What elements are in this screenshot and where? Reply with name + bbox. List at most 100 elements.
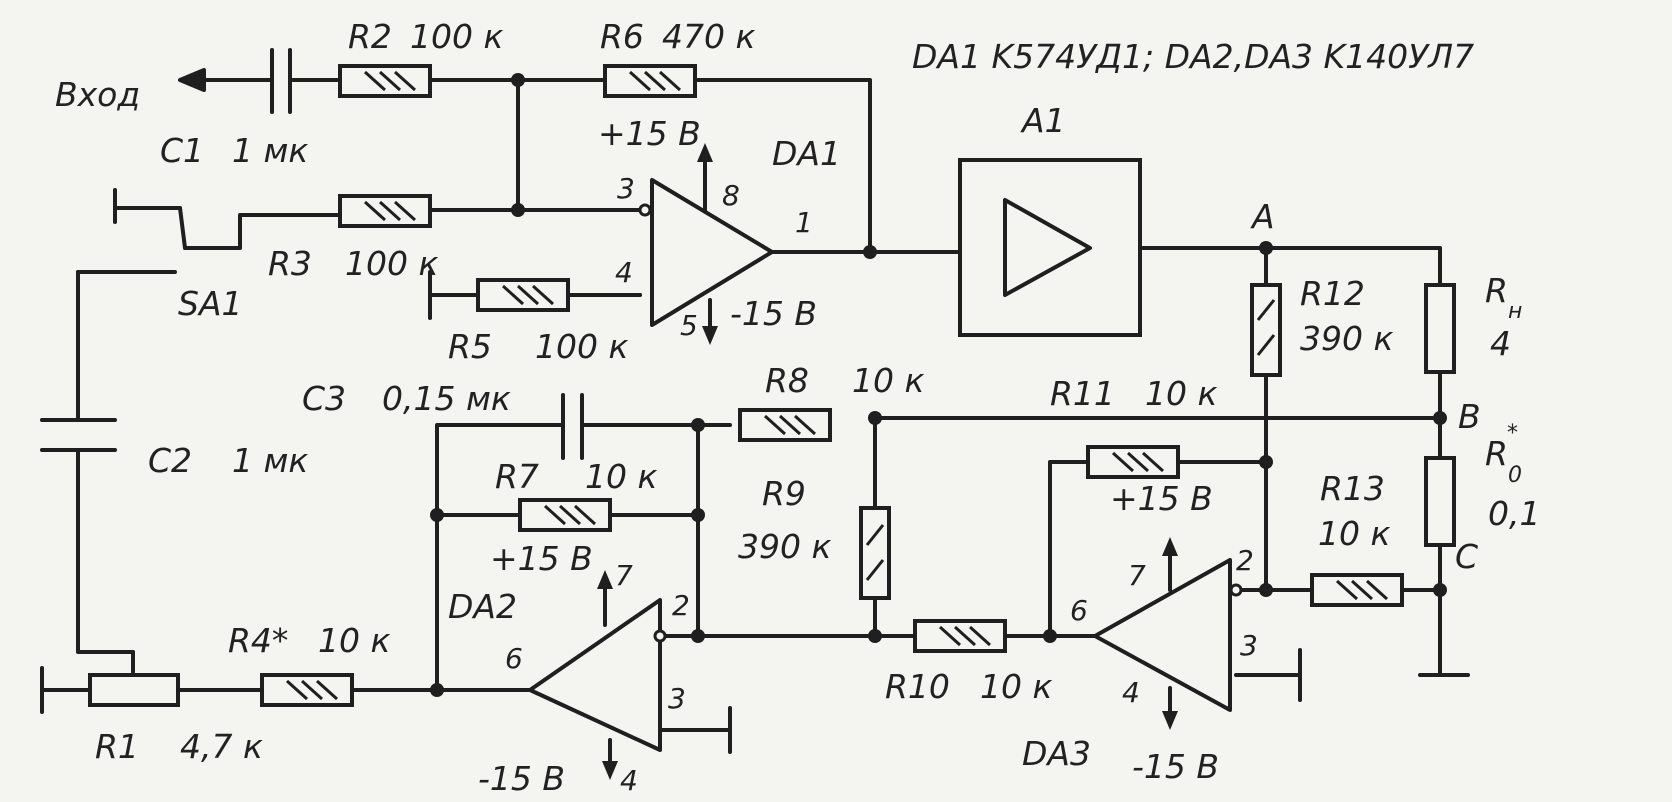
c2-value: 1 мк (232, 441, 308, 480)
r1-value: 4,7 к (180, 727, 263, 766)
junction-dot (1433, 583, 1447, 597)
r0-sup: * (1507, 421, 1518, 446)
da2-vplus: +15 В (490, 539, 593, 578)
da2-name: DA2 (448, 587, 517, 626)
resistor-r7 (518, 498, 612, 532)
r2-value: 100 к (410, 17, 503, 56)
da3-pin-bottom: 4 (1122, 676, 1140, 709)
opamp-da1 (638, 143, 774, 345)
junction-dot (430, 683, 444, 697)
da2-pin-bottom: 4 (620, 764, 638, 797)
r3-name: R3 (268, 244, 312, 283)
junction-dot (691, 418, 705, 432)
opamp-da3 (1093, 537, 1243, 730)
junctions (430, 73, 1447, 697)
da1-pin-in-minus: 4 (615, 256, 633, 289)
r10-name: R10 (885, 667, 950, 706)
junction-dot (863, 245, 877, 259)
resistor-r6 (603, 64, 697, 98)
ic-list-label: DA1 K574УД1; DA2,DA3 K140УЛ7 (912, 37, 1474, 76)
resistor-r0 (1424, 456, 1456, 547)
resistor-r2 (338, 64, 432, 98)
resistor-r9 (859, 506, 891, 600)
r0-sub: 0 (1508, 463, 1522, 488)
c2-name: C2 (148, 441, 192, 480)
junction-dot (1259, 455, 1273, 469)
r5-value: 100 к (535, 327, 628, 366)
a1-name: A1 (1020, 101, 1066, 140)
node-b-label: B (1458, 397, 1481, 436)
r5-name: R5 (448, 327, 492, 366)
r4-name: R4* (228, 621, 288, 660)
da3-pin-in: 6 (1070, 594, 1088, 627)
r1-name: R1 (95, 727, 139, 766)
r10-value: 10 к (980, 667, 1052, 706)
node-a-label: A (1250, 197, 1275, 236)
junction-dot (868, 629, 882, 643)
junction-dot (691, 508, 705, 522)
sa1-label: SA1 (178, 284, 243, 323)
r0-name: R (1485, 434, 1508, 473)
resistor-rn (1424, 283, 1456, 374)
r12-value: 390 к (1300, 319, 1393, 358)
r6-value: 470 к (662, 17, 755, 56)
capacitor-c3 (561, 393, 584, 460)
junction-dot (511, 203, 525, 217)
da1-pin-in-plus: 3 (617, 172, 635, 205)
r13-name: R13 (1320, 469, 1385, 508)
junction-dot (1259, 583, 1273, 597)
amplifier-a1 (958, 158, 1142, 337)
c3-name: C3 (302, 379, 346, 418)
da3-vplus: +15 В (1110, 479, 1213, 518)
da3-pin-aux: 3 (1240, 629, 1258, 662)
r4-value: 10 к (318, 621, 390, 660)
labels: DA1 K574УД1; DA2,DA3 K140УЛ7 Вход C1 1 м… (55, 17, 1540, 798)
r2-name: R2 (348, 17, 392, 56)
resistor-r3 (338, 194, 432, 228)
resistor-r4 (260, 673, 354, 707)
da1-name: DA1 (772, 134, 841, 173)
da3-pin-top: 7 (1128, 559, 1146, 592)
r3-value: 100 к (345, 244, 438, 283)
r6-name: R6 (600, 17, 644, 56)
r13-value: 10 к (1318, 514, 1390, 553)
junction-dot (1259, 241, 1273, 255)
da2-vminus: -15 В (478, 759, 565, 798)
rn-value: 4 (1490, 324, 1511, 363)
c3-value: 0,15 мк (382, 379, 511, 418)
r9-name: R9 (762, 474, 806, 513)
opamp-da2 (528, 570, 667, 780)
r11-name: R11 (1050, 374, 1115, 413)
junction-dot (868, 411, 882, 425)
resistor-r11 (1086, 445, 1180, 479)
r8-value: 10 к (852, 361, 924, 400)
r0-value: 0,1 (1488, 494, 1540, 533)
r12-name: R12 (1300, 274, 1365, 313)
da1-pin-bottom: 5 (680, 309, 698, 342)
da1-pin-top: 8 (722, 179, 740, 212)
da2-pin-aux: 3 (668, 682, 686, 715)
r8-name: R8 (765, 361, 809, 400)
da2-pin-top: 7 (615, 559, 633, 592)
resistor-r8 (738, 408, 832, 442)
junction-dot (1043, 629, 1057, 643)
r7-value: 10 к (585, 457, 657, 496)
da1-vminus: -15 В (730, 294, 817, 333)
resistor-r1 (88, 650, 180, 707)
junction-dot (1433, 411, 1447, 425)
da2-pin-in: 6 (505, 642, 523, 675)
capacitor-c1 (270, 48, 292, 114)
rn-name: R (1485, 271, 1508, 310)
da2-pin-out: 2 (672, 589, 690, 622)
da1-vplus: +15 В (598, 114, 701, 153)
r11-value: 10 к (1145, 374, 1217, 413)
capacitor-c2 (40, 418, 117, 452)
da3-pin-out: 2 (1236, 544, 1254, 577)
junction-dot (511, 73, 525, 87)
resistor-r13 (1310, 573, 1404, 607)
junction-dot (430, 508, 444, 522)
rn-sub: н (1508, 299, 1522, 324)
da3-name: DA3 (1022, 734, 1091, 773)
r7-name: R7 (495, 457, 539, 496)
